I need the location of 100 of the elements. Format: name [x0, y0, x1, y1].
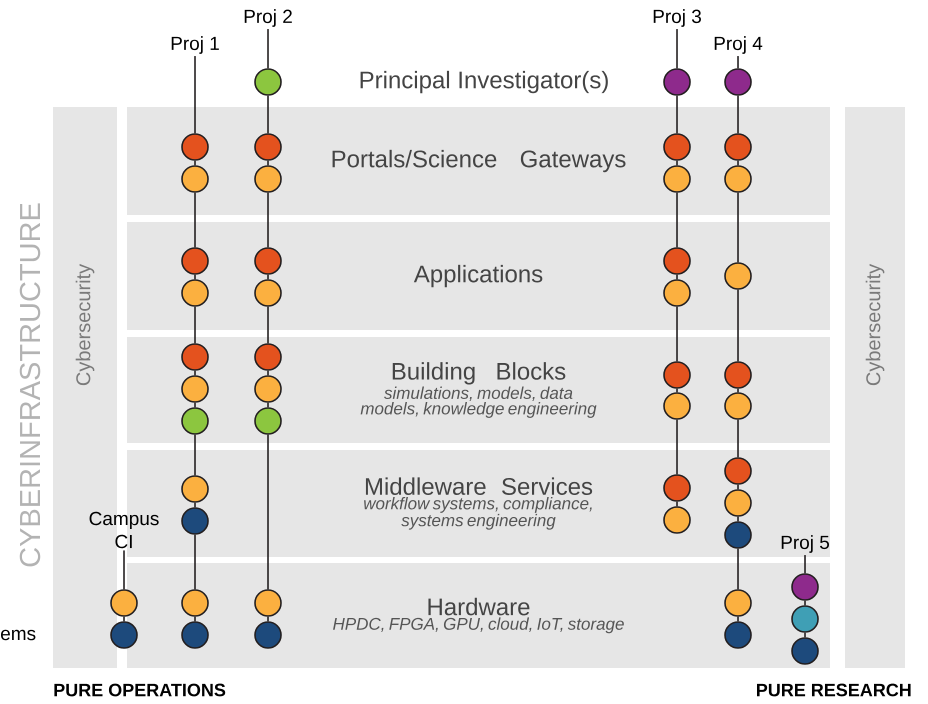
connector-line	[123, 550, 125, 590]
cut-off-label: ems	[1, 630, 36, 640]
layer-band: Building Blocks simulations, models, data models, knowledge engineering	[127, 337, 830, 443]
connector-line	[676, 502, 678, 506]
circle-marker	[181, 507, 209, 535]
side-band: Cybersecurity	[845, 107, 905, 668]
connector-line	[804, 600, 806, 606]
circle-marker	[724, 621, 752, 649]
circle-marker	[181, 375, 209, 403]
circle-marker	[254, 165, 282, 193]
circle-marker	[110, 589, 138, 617]
connector-line	[194, 434, 196, 476]
connector-line	[194, 402, 196, 408]
circle-marker	[791, 573, 819, 601]
circle-marker	[254, 621, 282, 649]
layer-band: Hardware HPDC, FPGA, GPU, cloud, IoT, storage	[127, 563, 830, 668]
circle-marker	[724, 133, 752, 161]
connector-line	[123, 616, 125, 622]
connector-line	[194, 192, 196, 248]
circle-marker	[254, 589, 282, 617]
circle-marker	[663, 68, 691, 96]
circle-marker	[181, 133, 209, 161]
circle-marker	[663, 474, 691, 502]
circle-marker	[791, 605, 819, 633]
project-label: Campus CI	[90, 512, 159, 548]
circle-marker	[254, 68, 282, 96]
circle-marker	[181, 621, 209, 649]
circle-marker	[791, 637, 819, 665]
project-label: Proj 1	[172, 36, 219, 54]
connector-line	[194, 160, 196, 166]
connector-line	[676, 192, 678, 248]
circle-marker	[724, 457, 752, 485]
connector-line	[194, 534, 196, 590]
circle-marker	[663, 279, 691, 307]
connector-line	[737, 56, 739, 68]
connector-line	[267, 402, 269, 408]
connector-line	[267, 96, 269, 134]
connector-line	[267, 616, 269, 622]
connector-line	[737, 96, 739, 134]
connector-line	[737, 548, 739, 590]
connector-line	[737, 484, 739, 490]
circle-marker	[181, 247, 209, 275]
connector-line	[194, 274, 196, 280]
circle-marker	[254, 247, 282, 275]
connector-line	[737, 616, 739, 622]
row-label: Principal Investigator(s)	[360, 70, 608, 94]
circle-marker	[724, 589, 752, 617]
connector-line	[267, 306, 269, 344]
connector-line	[267, 160, 269, 166]
layer-band: Portals/Science Gateways	[127, 107, 830, 215]
circle-marker	[181, 475, 209, 503]
connector-line	[804, 632, 806, 638]
layer-band: Applications	[127, 222, 830, 330]
connector-line	[194, 306, 196, 344]
circle-marker	[724, 361, 752, 389]
circle-marker	[181, 165, 209, 193]
connector-line	[676, 160, 678, 166]
circle-marker	[724, 489, 752, 517]
scale-label: PURE OPERATIONS	[54, 684, 226, 696]
circle-marker	[254, 279, 282, 307]
scale-label: PURE RESEARCH	[757, 684, 911, 696]
connector-line	[267, 29, 269, 68]
connector-line	[804, 555, 806, 574]
connector-line	[737, 160, 739, 166]
connector-line	[267, 434, 269, 590]
circle-marker	[254, 407, 282, 435]
circle-marker	[254, 343, 282, 371]
circle-marker	[181, 279, 209, 307]
circle-marker	[110, 621, 138, 649]
project-label: Proj 4	[714, 36, 762, 54]
circle-marker	[254, 133, 282, 161]
circle-marker	[663, 506, 691, 534]
connector-line	[737, 388, 739, 392]
connector-line	[194, 616, 196, 622]
project-label: Proj 3	[654, 9, 701, 27]
circle-marker	[663, 165, 691, 193]
connector-line	[267, 192, 269, 248]
circle-marker	[181, 343, 209, 371]
circle-marker	[724, 165, 752, 193]
connector-line	[737, 192, 739, 262]
connector-line	[267, 274, 269, 280]
circle-marker	[181, 589, 209, 617]
circle-marker	[724, 68, 752, 96]
connector-line	[737, 420, 739, 458]
circle-marker	[724, 521, 752, 549]
connector-line	[194, 56, 196, 134]
circle-marker	[181, 407, 209, 435]
connector-line	[737, 516, 739, 522]
connector-line	[737, 290, 739, 362]
project-label: Proj 5	[782, 535, 829, 553]
connector-line	[676, 274, 678, 280]
circle-marker	[663, 361, 691, 389]
circle-marker	[663, 392, 691, 420]
connector-line	[676, 96, 678, 134]
circle-marker	[254, 375, 282, 403]
circle-marker	[663, 133, 691, 161]
circle-marker	[724, 262, 752, 290]
connector-line	[676, 306, 678, 362]
connector-line	[267, 370, 269, 376]
circle-marker	[663, 247, 691, 275]
